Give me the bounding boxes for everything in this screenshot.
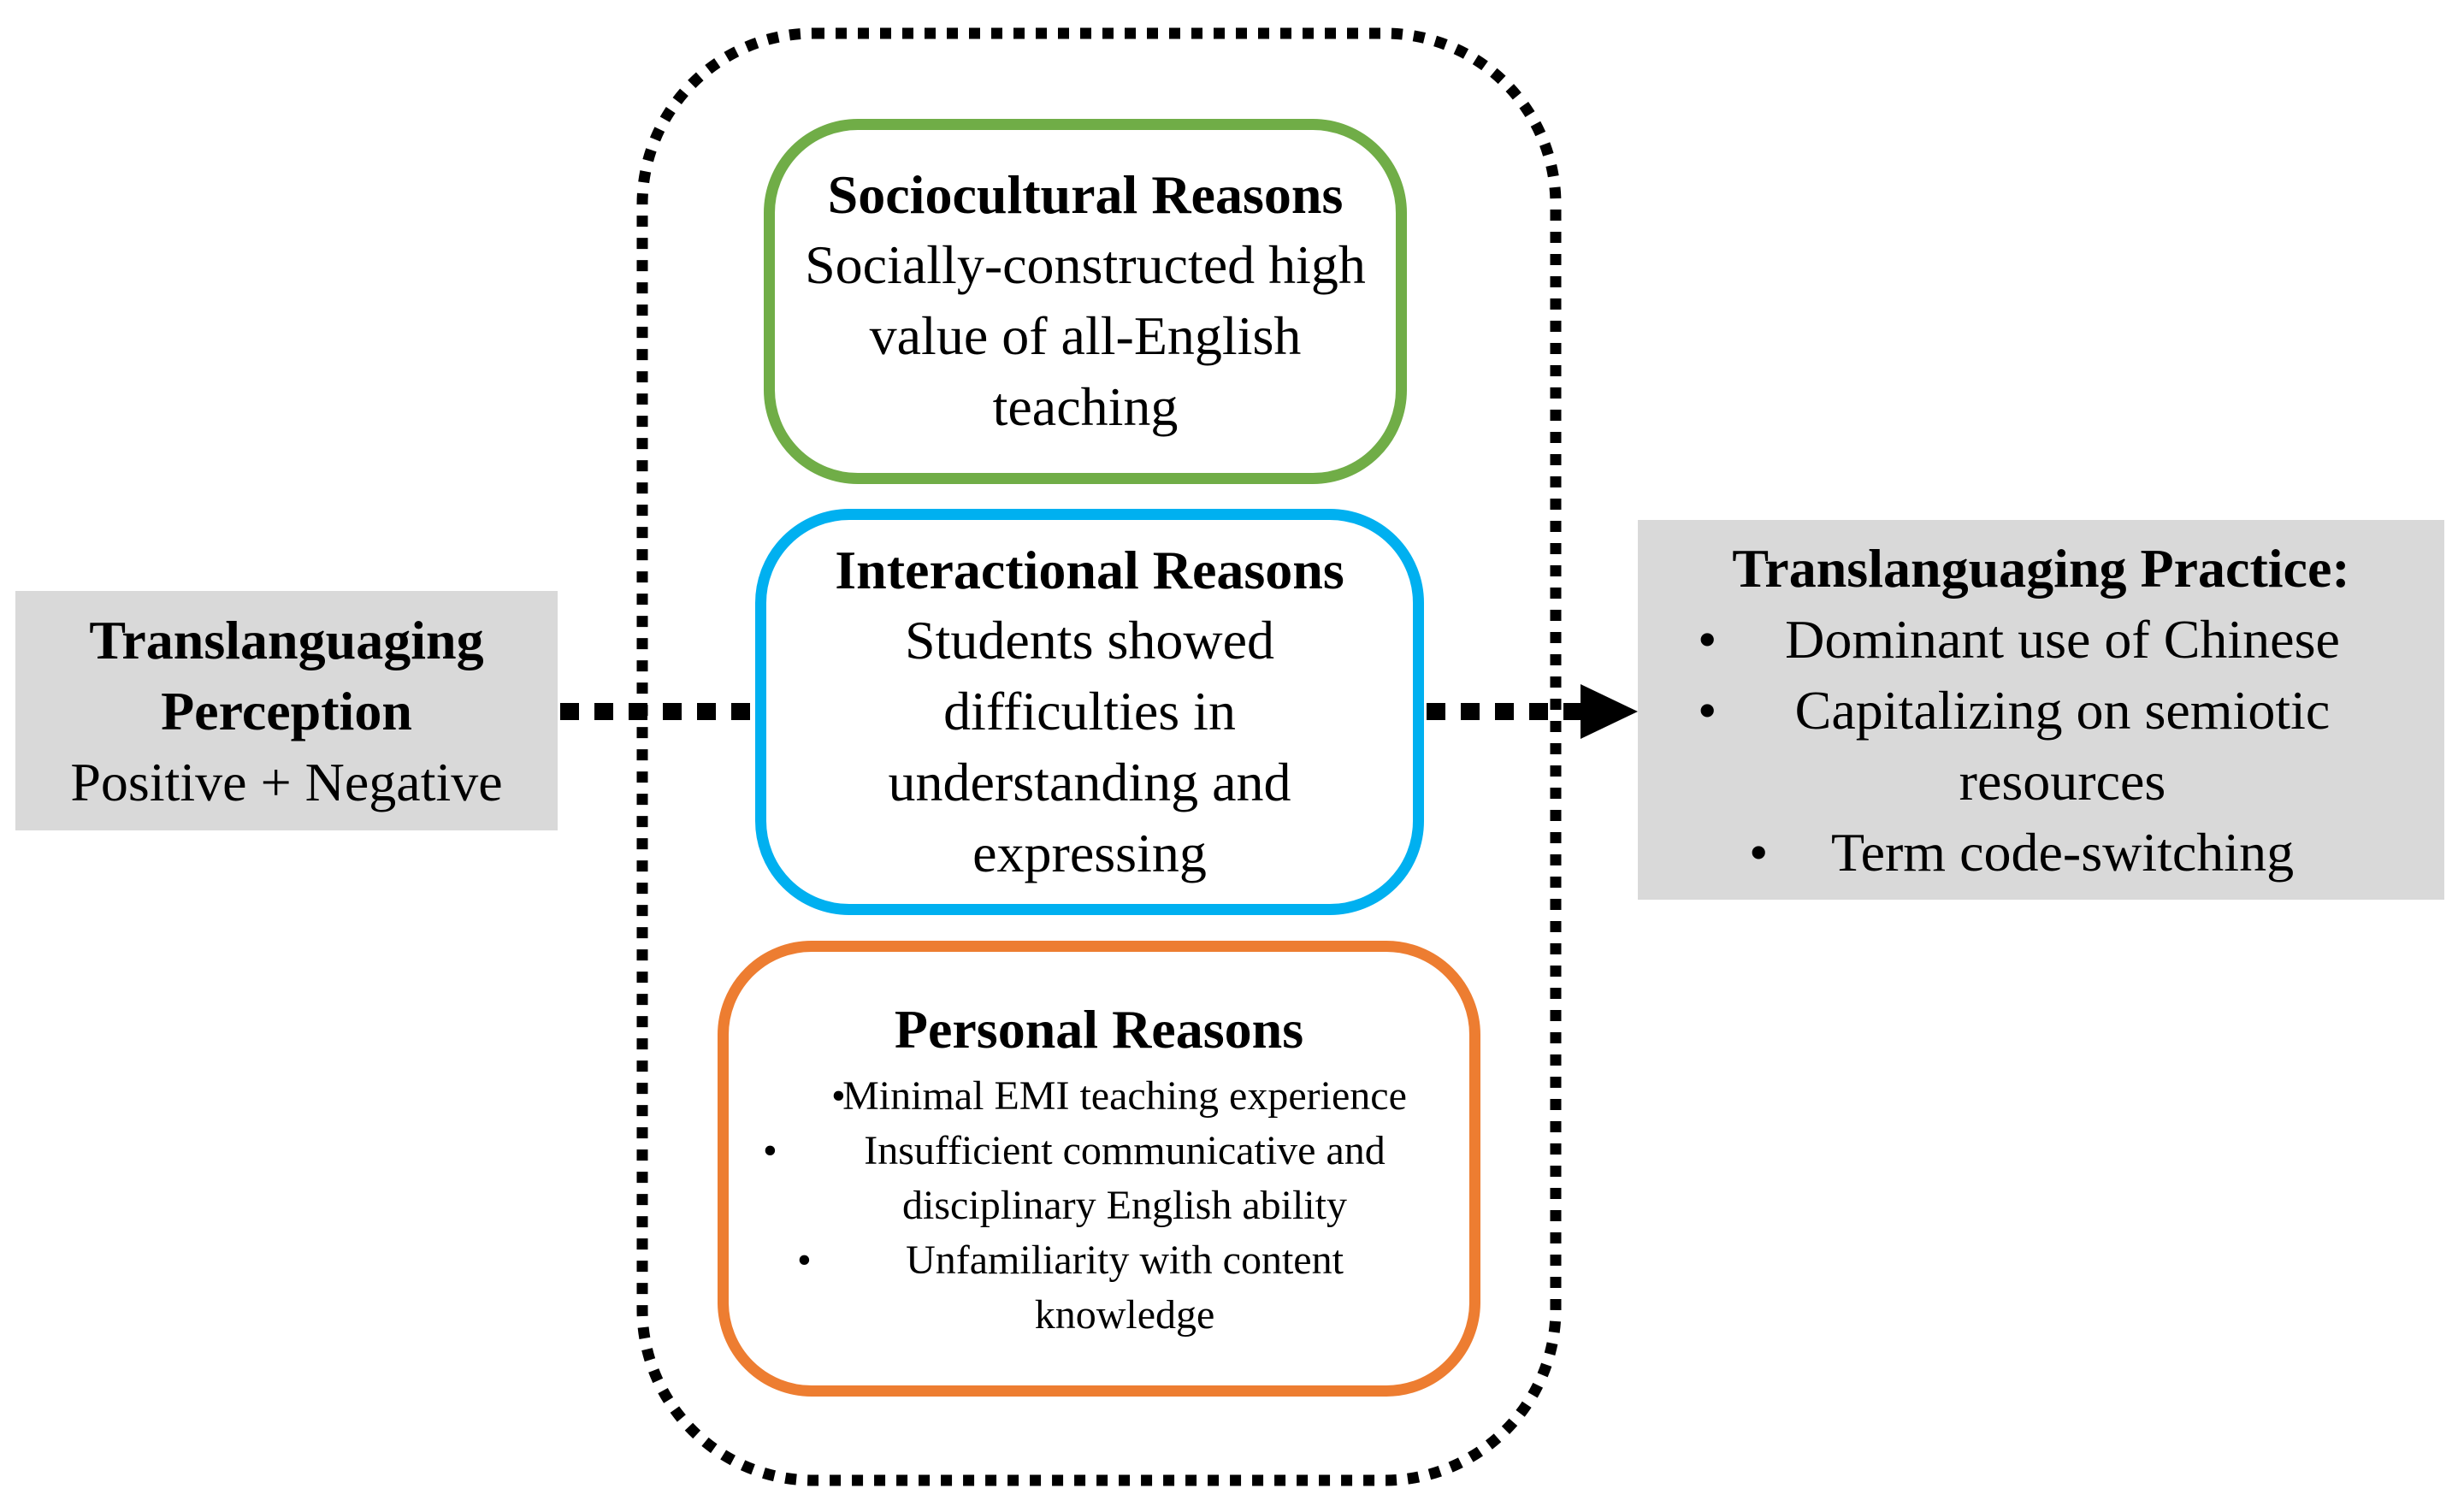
- sociocultural-reasons-box: Sociocultural Reasons Socially-construct…: [764, 119, 1407, 484]
- sociocultural-title: Sociocultural Reasons: [827, 164, 1344, 225]
- bullet-icon: •: [1698, 679, 1717, 741]
- list-item: • Minimal EMI teaching experience: [729, 1069, 1469, 1124]
- list-item: • Insufficient communicative and discipl…: [729, 1124, 1469, 1233]
- list-item: • Dominant use of Chinese: [1638, 604, 2444, 675]
- personal-title: Personal Reasons: [894, 998, 1304, 1060]
- interactional-body: Students showed difficulties in understa…: [888, 609, 1291, 883]
- practice-title: Translanguaging Practice:: [1732, 537, 2350, 599]
- practice-item-text: Capitalizing on semiotic resources: [1794, 679, 2331, 812]
- list-item: • Term code-switching: [1638, 817, 2444, 888]
- sociocultural-body: Socially-constructed high value of all-E…: [805, 234, 1366, 437]
- practice-item-text: Dominant use of Chinese: [1785, 608, 2340, 670]
- personal-item-text: Insufficient communicative and disciplin…: [864, 1127, 1386, 1228]
- interactional-title: Interactional Reasons: [835, 539, 1344, 600]
- practice-box: Translanguaging Practice: • Dominant use…: [1638, 520, 2444, 900]
- bullet-icon: •: [831, 1072, 846, 1119]
- bullet-icon: •: [1698, 608, 1717, 670]
- practice-list: • Dominant use of Chinese • Capitalizing…: [1638, 604, 2444, 888]
- personal-reasons-list: • Minimal EMI teaching experience • Insu…: [729, 1069, 1469, 1343]
- perception-title: Translanguaging Perception: [89, 609, 484, 741]
- bullet-icon: •: [797, 1237, 812, 1283]
- practice-item-text: Term code-switching: [1830, 821, 2295, 883]
- personal-reasons-box: Personal Reasons • Minimal EMI teaching …: [718, 941, 1480, 1397]
- list-item: • Capitalizing on semiotic resources: [1638, 675, 2444, 817]
- interactional-reasons-box: Interactional Reasons Students showed di…: [755, 509, 1424, 915]
- list-item: • Unfamiliarity with content knowledge: [729, 1233, 1469, 1343]
- perception-subtitle: Positive + Negative: [70, 751, 503, 812]
- arrowhead-icon: [1581, 684, 1638, 739]
- personal-item-text: Unfamiliarity with content knowledge: [906, 1237, 1344, 1338]
- bullet-icon: •: [1749, 821, 1769, 883]
- perception-box: Translanguaging Perception Positive + Ne…: [15, 591, 558, 830]
- reasons-group-dotted-border: [636, 27, 1562, 1486]
- personal-item-text: Minimal EMI teaching experience: [842, 1072, 1407, 1119]
- bullet-icon: •: [763, 1127, 777, 1173]
